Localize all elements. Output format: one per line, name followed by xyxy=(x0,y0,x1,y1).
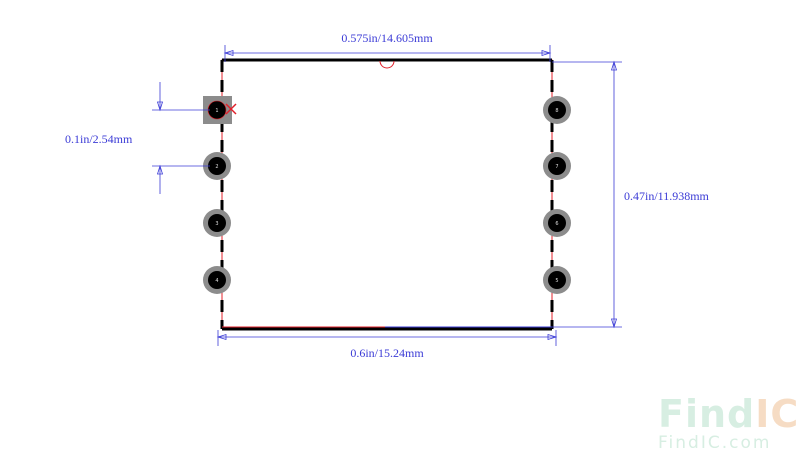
pin-label: 5 xyxy=(555,278,558,284)
arrow-icon xyxy=(216,333,227,341)
arrow-icon xyxy=(223,49,234,57)
watermark-brand-ic: IC xyxy=(755,392,799,436)
svg-text:FindIC: FindIC xyxy=(658,392,799,436)
pin-label: 8 xyxy=(555,108,558,114)
drill-hole xyxy=(548,101,566,119)
pin-label: 3 xyxy=(215,221,218,227)
drill-hole xyxy=(548,214,566,232)
arrow-icon xyxy=(156,164,164,175)
arrow-icon xyxy=(156,101,164,112)
watermark-url: FindIC.com xyxy=(658,433,771,453)
arrow-icon xyxy=(541,49,552,57)
pin-label: 1 xyxy=(215,108,218,114)
pin-label: 6 xyxy=(555,221,558,227)
dim-label-top-width: 0.575in/14.605mm xyxy=(341,31,433,45)
arrow-icon xyxy=(547,333,558,341)
arrow-icon xyxy=(610,60,618,71)
pin1-notch xyxy=(379,60,395,69)
pads: 1 2 3 4 8 7 6 5 xyxy=(203,96,571,294)
pin-label: 4 xyxy=(215,278,218,284)
dim-label-height: 0.47in/11.938mm xyxy=(624,189,710,203)
body-silkscreen-outline xyxy=(221,59,553,329)
dimension-lines xyxy=(152,45,622,346)
drill-hole xyxy=(548,157,566,175)
pin1-marker-icon xyxy=(225,103,237,115)
watermark-brand-find: Find xyxy=(658,392,755,436)
arrow-icon xyxy=(610,318,618,329)
drill-hole xyxy=(208,157,226,175)
findic-watermark-logo: FindIC FindIC.com xyxy=(658,392,799,453)
drill-hole xyxy=(548,271,566,289)
drill-hole xyxy=(208,214,226,232)
component-outline xyxy=(220,58,554,331)
pin-label: 2 xyxy=(215,164,218,170)
drill-hole xyxy=(208,271,226,289)
dim-label-bottom-width: 0.6in/15.24mm xyxy=(350,346,424,360)
drill-hole xyxy=(208,101,226,119)
pin-label: 7 xyxy=(555,164,558,170)
dim-label-pitch: 0.1in/2.54mm xyxy=(65,132,133,146)
